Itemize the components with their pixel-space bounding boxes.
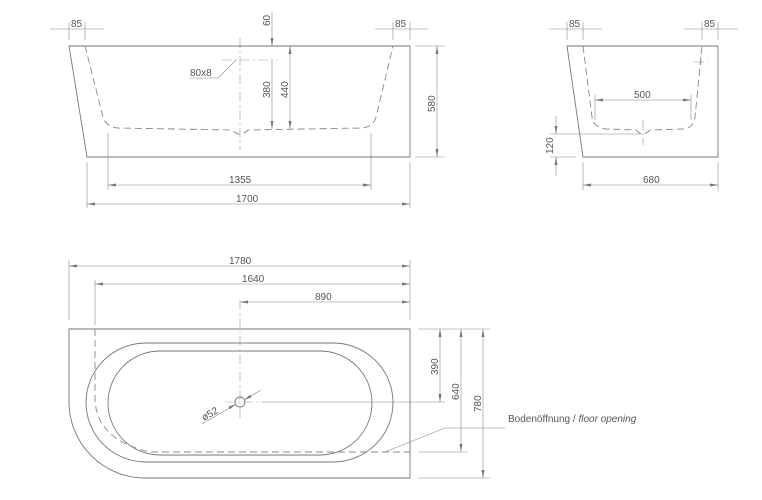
drain-diameter-label: ø52 <box>200 405 221 423</box>
length-label: 1700 <box>236 194 259 205</box>
floor-opening-label: Bodenöffnung / floor opening <box>508 414 636 425</box>
floor-opening-de: Bodenöffnung <box>508 414 571 425</box>
front-margin-left-label: 85 <box>71 19 83 30</box>
side-outline <box>566 45 719 158</box>
side-inner-dashed <box>582 45 703 135</box>
inner-width-label: 500 <box>634 90 651 101</box>
front-inner-dashed <box>84 45 394 135</box>
width-label: 680 <box>643 175 660 186</box>
drain-offset-x-label: 890 <box>315 292 332 303</box>
front-view: 85 85 60 80x8 380 440 580 1355 1700 <box>50 12 445 208</box>
overflow-label: 80x8 <box>190 68 212 79</box>
overall-width-label: 780 <box>473 395 484 412</box>
side-margin-right-label: 85 <box>704 19 716 30</box>
front-outline <box>68 45 411 158</box>
outer-basin-edge <box>85 342 394 463</box>
overall-length-label: 1780 <box>229 256 252 267</box>
floor-opening-leader <box>384 427 505 453</box>
floor-length-label: 1640 <box>242 274 265 285</box>
plan-view: 1780 1640 890 390 640 780 ø52 <box>68 256 505 479</box>
floor-opening-dashed <box>94 329 410 453</box>
inner-length-label: 1355 <box>229 175 252 186</box>
plan-outline <box>68 328 411 479</box>
floor-height-label: 120 <box>545 137 556 154</box>
side-view: 85 85 500 120 680 <box>545 19 738 190</box>
total-height-label: 580 <box>427 95 438 112</box>
front-margin-right-label: 85 <box>395 19 407 30</box>
side-margin-left-label: 85 <box>569 19 581 30</box>
floor-opening-en: floor opening <box>578 414 637 425</box>
drain-offset-y-label: 390 <box>430 358 441 375</box>
floor-opening-separator: / <box>572 414 576 425</box>
inner-depth-label: 440 <box>280 81 291 98</box>
drain-circle <box>234 396 246 408</box>
overflow-leader <box>190 59 237 79</box>
floor-width-label: 640 <box>451 383 462 400</box>
rim-depth-label: 60 <box>262 14 273 26</box>
overflow-height-label: 380 <box>262 81 273 98</box>
